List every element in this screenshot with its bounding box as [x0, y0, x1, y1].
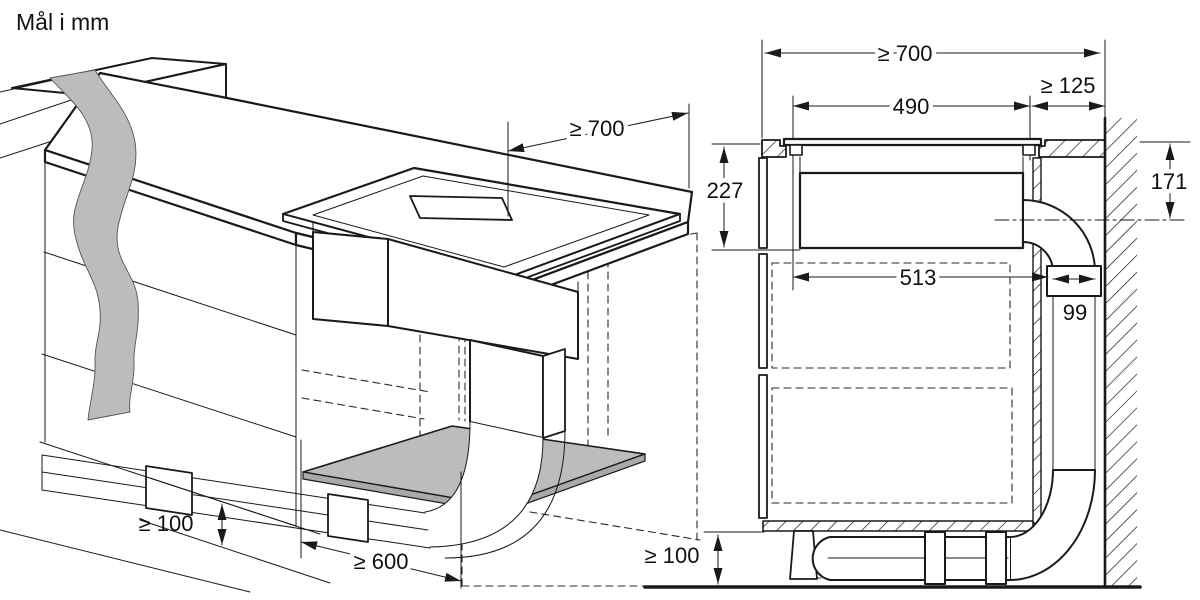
box-connectors — [312, 221, 579, 293]
ext-lines-100 — [139, 477, 331, 584]
duct-sleeve-b1 — [924, 531, 946, 585]
break-band — [49, 69, 139, 421]
hidden-interior-lines — [301, 369, 431, 420]
wall-hatching — [1106, 118, 1137, 587]
cabinet-verticals — [44, 161, 297, 527]
clearance-box-right — [607, 232, 698, 541]
dim-label-right-700: ≥ 700 — [878, 41, 933, 66]
floor-edge — [0, 529, 251, 593]
drawer-front-3 — [758, 374, 768, 519]
dim-line-700 — [507, 111, 689, 153]
worktop-back-section — [1038, 139, 1106, 158]
dim-label-490: 490 — [893, 94, 930, 119]
duct-run-fill — [42, 422, 543, 548]
duct-vertical-walls — [1052, 295, 1096, 471]
duct-sleeve-1 — [145, 465, 193, 516]
extractor-box-front — [387, 238, 579, 360]
extension-lines-top — [761, 39, 1106, 291]
worktop-front-section — [761, 139, 787, 158]
ext-lines-227 — [711, 143, 801, 251]
vertical-duct-front — [469, 339, 544, 439]
vertical-duct-side — [542, 348, 566, 439]
drawer-front-2 — [758, 253, 768, 369]
cooktop-outline — [312, 175, 650, 268]
extractor-box-side — [312, 231, 389, 327]
dim-label-513: 513 — [900, 265, 937, 290]
dim-label-left-600: ≥ 600 — [354, 549, 409, 574]
duct-sleeve-b2 — [985, 531, 1007, 585]
isometric-view: ≥ 700 ≥ 100 ≥ 600 — [0, 57, 701, 593]
dim-label-left-700: ≥ 700 — [570, 116, 625, 141]
dim-label-right-100: ≥ 100 — [645, 543, 700, 568]
dim-line-600 — [300, 541, 462, 582]
dim-label-left-100: ≥ 100 — [139, 511, 194, 536]
dim-label-99: 99 — [1063, 300, 1087, 325]
extractor-box — [798, 171, 1025, 250]
hob-glass-section — [782, 137, 1043, 147]
duct-vertical-fill — [1053, 272, 1095, 472]
clearance-rect-lower — [771, 387, 1013, 504]
ext-lines-600 — [300, 439, 462, 589]
duct-sleeve-2 — [327, 493, 369, 543]
page-title: Mål i mm — [16, 9, 109, 35]
cabinet-foot — [789, 530, 818, 580]
cabinet-bottom — [762, 520, 1034, 532]
dim-label-227: 227 — [707, 178, 744, 203]
hob-lip-left — [789, 144, 803, 156]
clearance-rect-upper — [771, 262, 1011, 369]
box-to-hob — [799, 156, 1024, 174]
hob-lip-right — [1022, 144, 1036, 156]
dim-label-171: 171 — [1151, 169, 1188, 194]
drawer-front-1 — [758, 157, 768, 249]
section-view: ≥ 700 490 ≥ 125 227 171 513 99 ≥ 100 — [643, 37, 1192, 589]
elbow-side-curve — [444, 430, 566, 559]
vent-slot — [409, 195, 513, 221]
dim-label-125: ≥ 125 — [1041, 73, 1096, 98]
duct-sleeve-top — [1046, 265, 1102, 297]
